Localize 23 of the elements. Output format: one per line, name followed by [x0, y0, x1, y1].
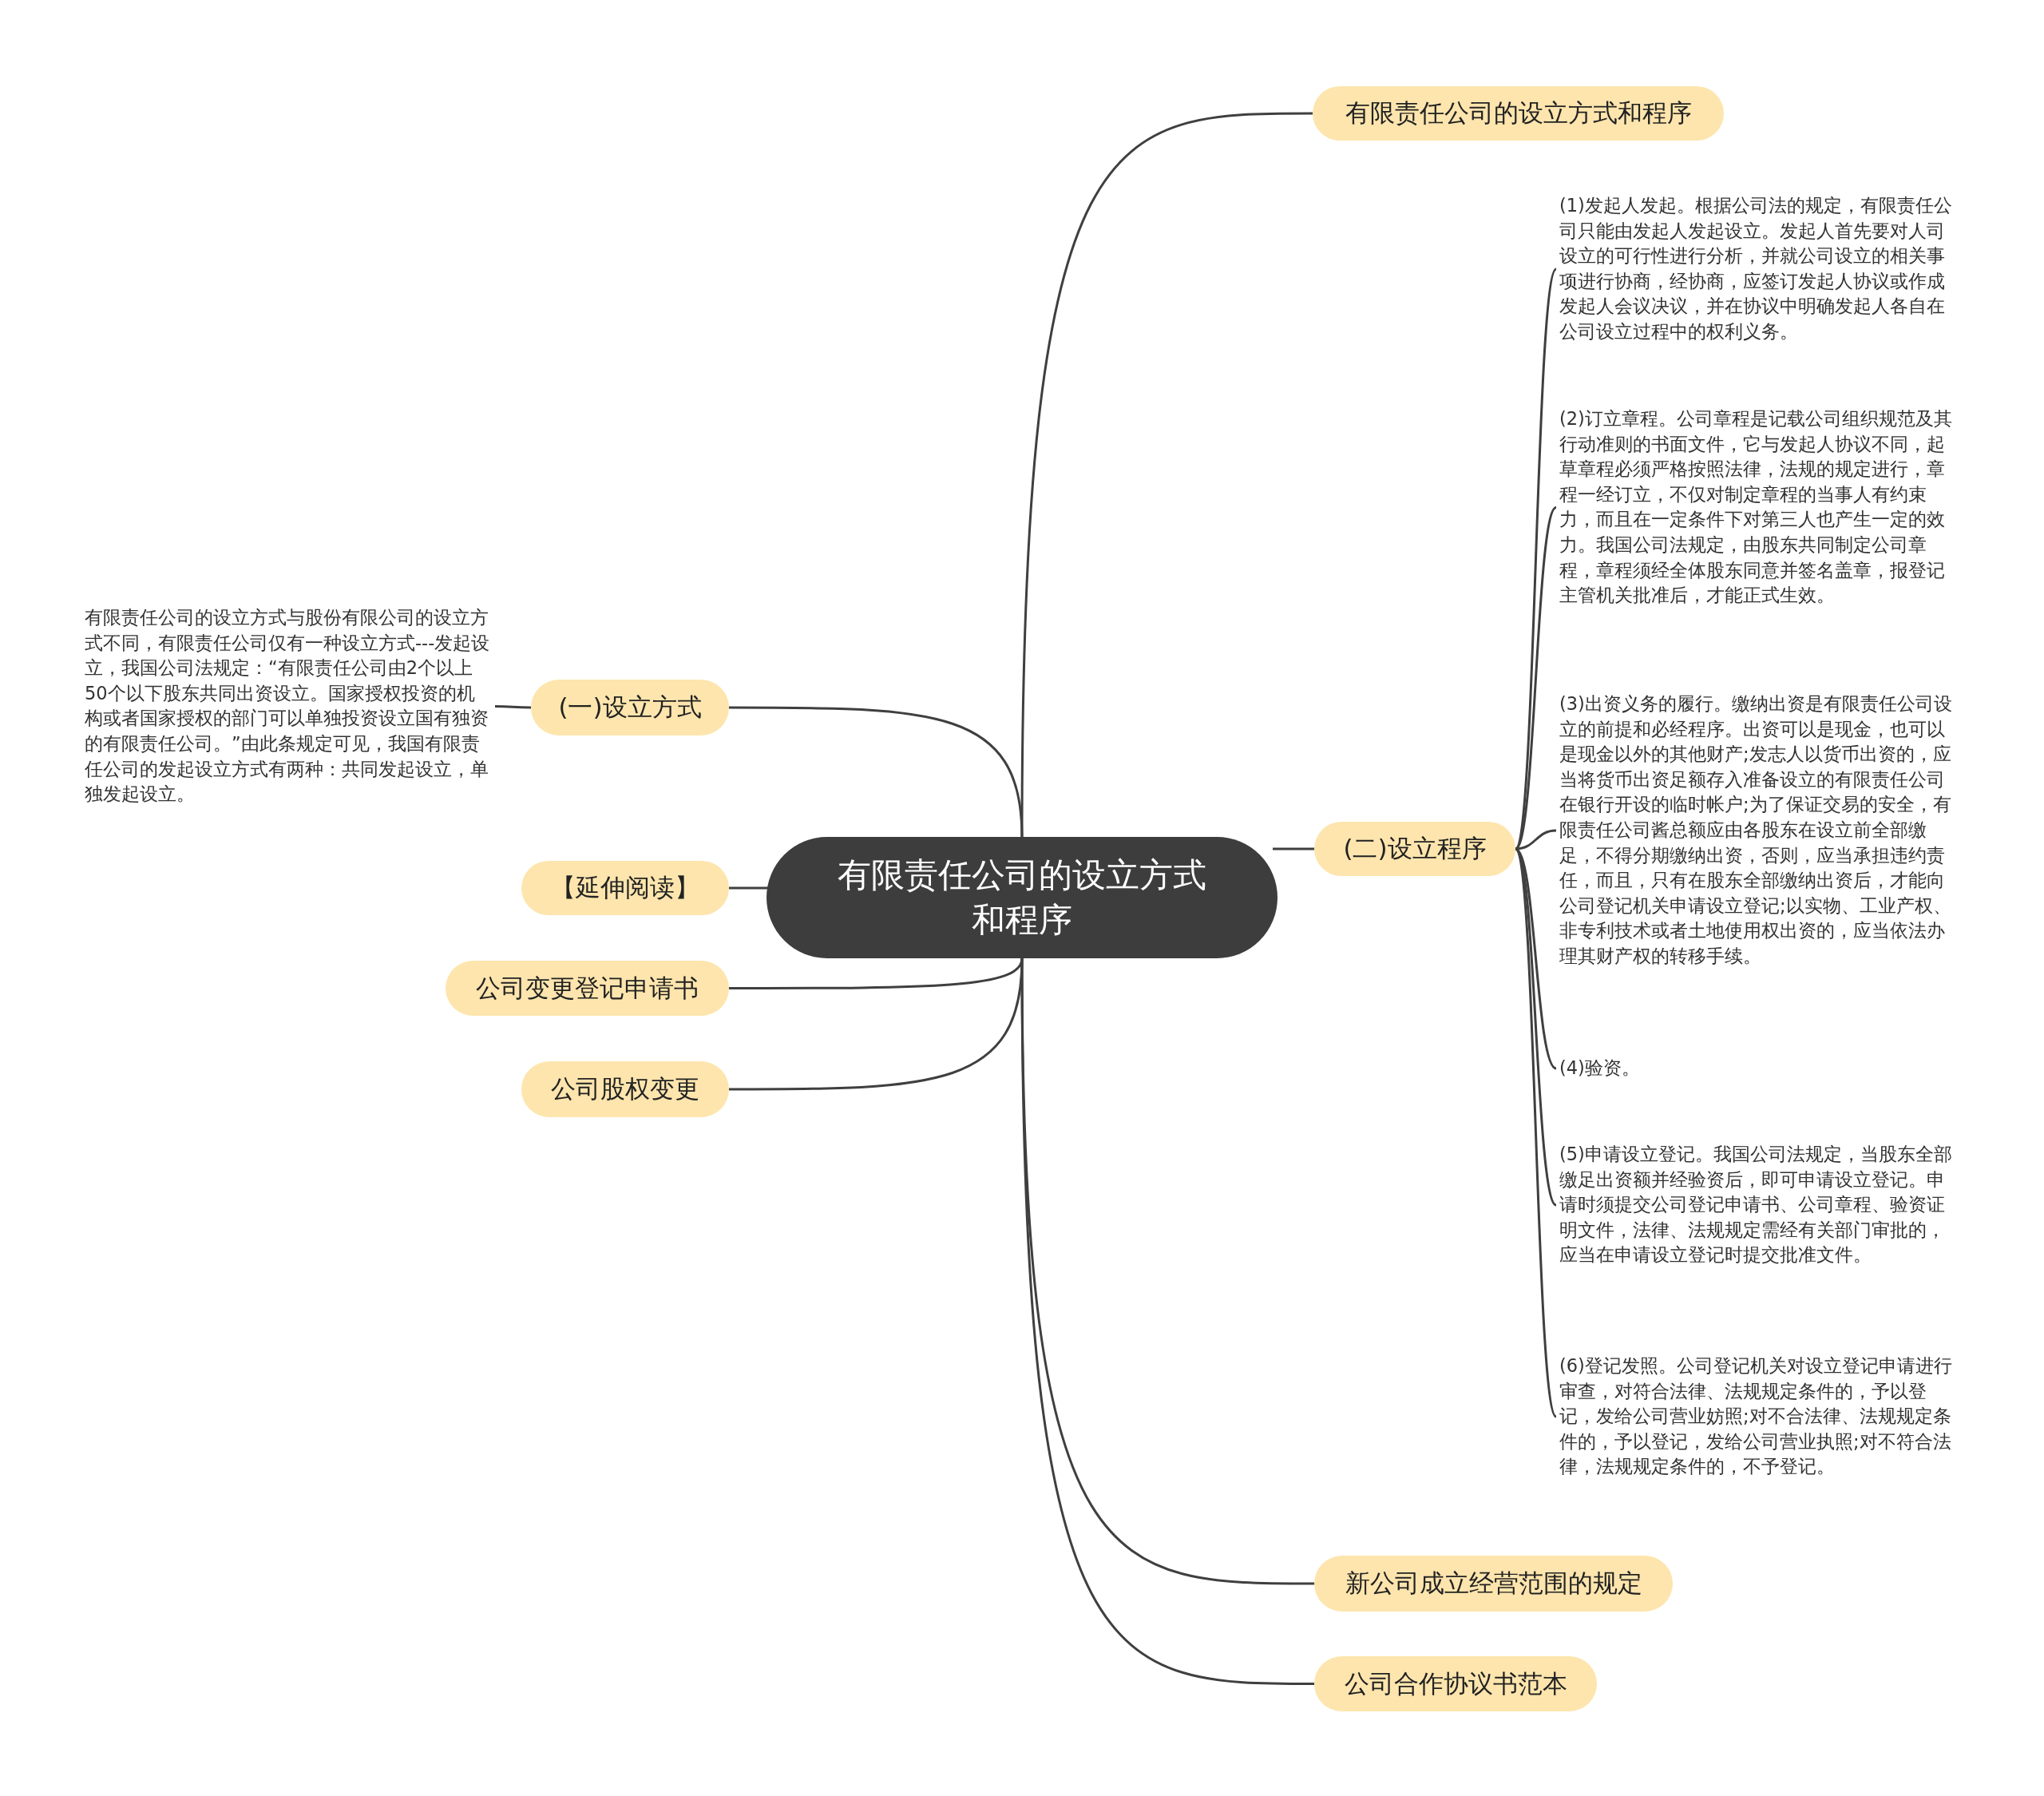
connector-line	[1514, 268, 1558, 850]
connector-line	[495, 705, 531, 709]
connector-line	[1514, 848, 1558, 1417]
topic-box: 公司股权变更	[521, 1061, 729, 1117]
note-text: 有限责任公司的设立方式与股份有限公司的设立方式不同，有限责任公司仅有一种设立方式---发起设立，我国公司法规定：“有限责任公司由2个以上50个以下股东共同出资设立。国家授权投资的机构或者国家授权的部门可以单独投资设立国有独资的有限责任公司。”由此条规定可见，我国有限责任公司的发起设立方式有两种：共同发起设立，单独发起设立。	[85, 605, 492, 807]
note-text: (2)订立章程。公司章程是记载公司组织规范及其行动准则的书面文件，它与发起人协议不同，起草章程必须严格按照法律，法规的规定进行，章程一经订立，不仅对制定章程的当事人有约束力，而且在一定条件下对第三人也产生一定的效力。我国公司法规定，由股东共同制定公司章程，章程须经全体股东同意并签名盖章，报登记主管机关批准后，才能正式生效。	[1559, 406, 1963, 609]
connector-line	[729, 957, 1024, 1091]
topic-box: 公司变更登记申请书	[446, 961, 729, 1016]
topic-box: (一)设立方式	[531, 680, 729, 735]
note-text: (5)申请设立登记。我国公司法规定，当股东全部缴足出资额并经验资后，即可申请设立登记。申请时须提交公司登记申请书、公司章程、验资证明文件，法律、法规规定需经有关部门审批的，应当在申请设立登记时提交批准文件。	[1559, 1142, 1963, 1268]
connector-line	[729, 706, 1024, 838]
topic-box: (二)设立程序	[1314, 822, 1515, 876]
note-text: (3)出资义务的履行。缴纳出资是有限责任公司设立的前提和必经程序。出资可以是现金，也可以是现金以外的其他财产;发志人以货币出资的，应当将货币出资足额存入准备设立的有限责任公司在银行开设的临时帐户;为了保证交易的安全，有限责任公司酱总额应由各股东在设立前全部缴足，不得分期缴纳出资，否则，应当承担违约责任，而且，只有在股东全部缴纳出资后，才能向公司登记机关申请设立登记;以实物、工业产权、非专利技术或者土地使用权出资的，应当依法办理其财产权的转移手续。	[1559, 692, 1963, 969]
central-topic: 有限责任公司的设立方式和程序	[766, 837, 1278, 958]
note-text: (6)登记发照。公司登记机关对设立登记申请进行审查，对符合法律、法规规定条件的，予以登记，发给公司营业妨照;对不合法律、法规规定条件的，予以登记，发给公司营业执照;对不符合法律，法规规定条件的，不予登记。	[1559, 1354, 1963, 1480]
topic-box: 新公司成立经营范围的规定	[1314, 1556, 1673, 1612]
note-text: (1)发起人发起。根据公司法的规定，有限责任公司只能由发起人发起设立。发起人首先要对人司设立的可行性进行分析，并就公司设立的相关事项进行协商，经协商，应签订发起人协议或作成发起人会议决议，并在协议中明确发起人各自在公司设立过程中的权利义务。	[1559, 193, 1963, 345]
topic-box: 有限责任公司的设立方式和程序	[1313, 86, 1724, 141]
topic-box: 【延伸阅读】	[521, 861, 729, 915]
note-text: (4)验资。	[1559, 1056, 1963, 1081]
connector-line	[1020, 112, 1313, 837]
topic-box: 公司合作协议书范本	[1314, 1656, 1597, 1711]
connector-line	[1273, 847, 1314, 850]
